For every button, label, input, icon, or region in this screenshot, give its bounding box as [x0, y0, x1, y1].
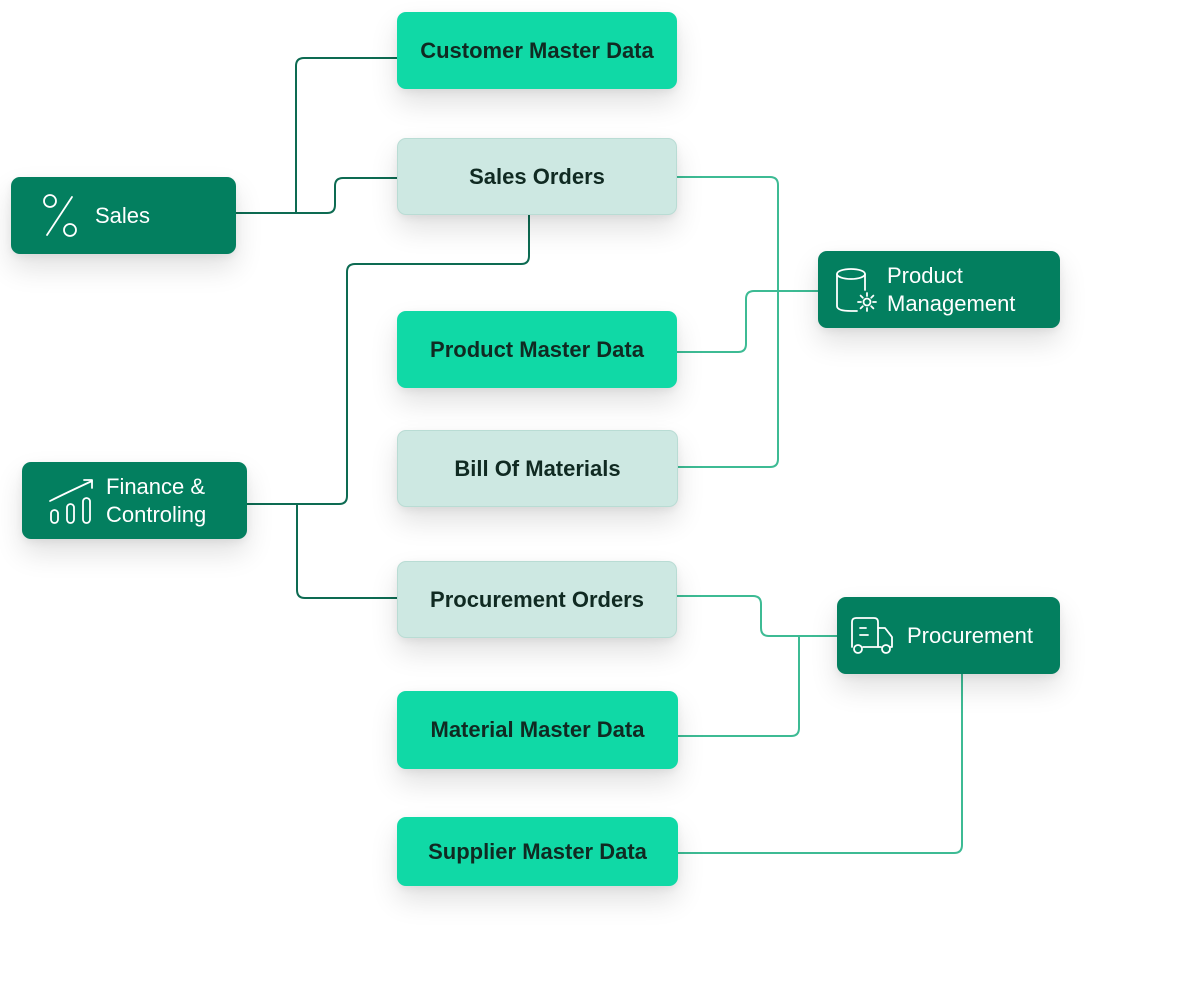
- procurement-module[interactable]: Procurement: [837, 597, 1060, 674]
- bill-of-materials-node[interactable]: Bill Of Materials: [397, 430, 678, 507]
- sales-module-label: Sales: [95, 202, 151, 228]
- database-gear-icon: [835, 266, 879, 314]
- product-management-label: Product Management: [887, 262, 1015, 318]
- connector-suppliermaster-procurement: [676, 673, 963, 854]
- material-master-data-node[interactable]: Material Master Data: [397, 691, 678, 769]
- product-master-data-node[interactable]: Product Master Data: [397, 311, 677, 388]
- connector-sales-orders: [235, 177, 398, 214]
- delivery-truck-icon: [849, 616, 895, 656]
- connector-sales-customer: [235, 57, 398, 214]
- percent-icon: [41, 193, 81, 239]
- product-management-line1: Product: [887, 262, 963, 288]
- connector-salesorders-product: [676, 176, 779, 468]
- customer-master-data-node[interactable]: Customer Master Data: [397, 12, 677, 89]
- product-management-module[interactable]: Product Management: [818, 251, 1060, 328]
- product-management-line2: Management: [887, 290, 1016, 316]
- sales-module[interactable]: Sales: [11, 177, 236, 254]
- finance-label-line2: Controling: [106, 501, 207, 527]
- connector-materialmaster-procurement: [676, 635, 800, 737]
- sales-orders-label: Sales Orders: [469, 163, 605, 189]
- connector-salesorders-finance: [245, 214, 530, 505]
- customer-master-data-label: Customer Master Data: [420, 37, 654, 63]
- finance-controlling-module[interactable]: Finance & Controling: [22, 462, 247, 539]
- bill-of-materials-label: Bill Of Materials: [454, 455, 621, 481]
- finance-controlling-label: Finance & Controling: [106, 473, 206, 529]
- connector-productmaster-product: [676, 290, 819, 353]
- procurement-orders-node[interactable]: Procurement Orders: [397, 561, 677, 638]
- sales-orders-node[interactable]: Sales Orders: [397, 138, 677, 215]
- supplier-master-data-node[interactable]: Supplier Master Data: [397, 817, 678, 886]
- finance-label-line1: Finance &: [106, 473, 206, 499]
- chart-growth-icon: [48, 477, 96, 525]
- product-master-data-label: Product Master Data: [430, 336, 644, 362]
- connector-procurementorders-procurement: [676, 595, 838, 637]
- connector-finance-procurementorders: [296, 503, 398, 599]
- supplier-master-data-label: Supplier Master Data: [428, 838, 647, 864]
- procurement-orders-label: Procurement Orders: [430, 586, 644, 612]
- material-master-data-label: Material Master Data: [430, 717, 645, 742]
- procurement-module-label: Procurement: [907, 622, 1033, 648]
